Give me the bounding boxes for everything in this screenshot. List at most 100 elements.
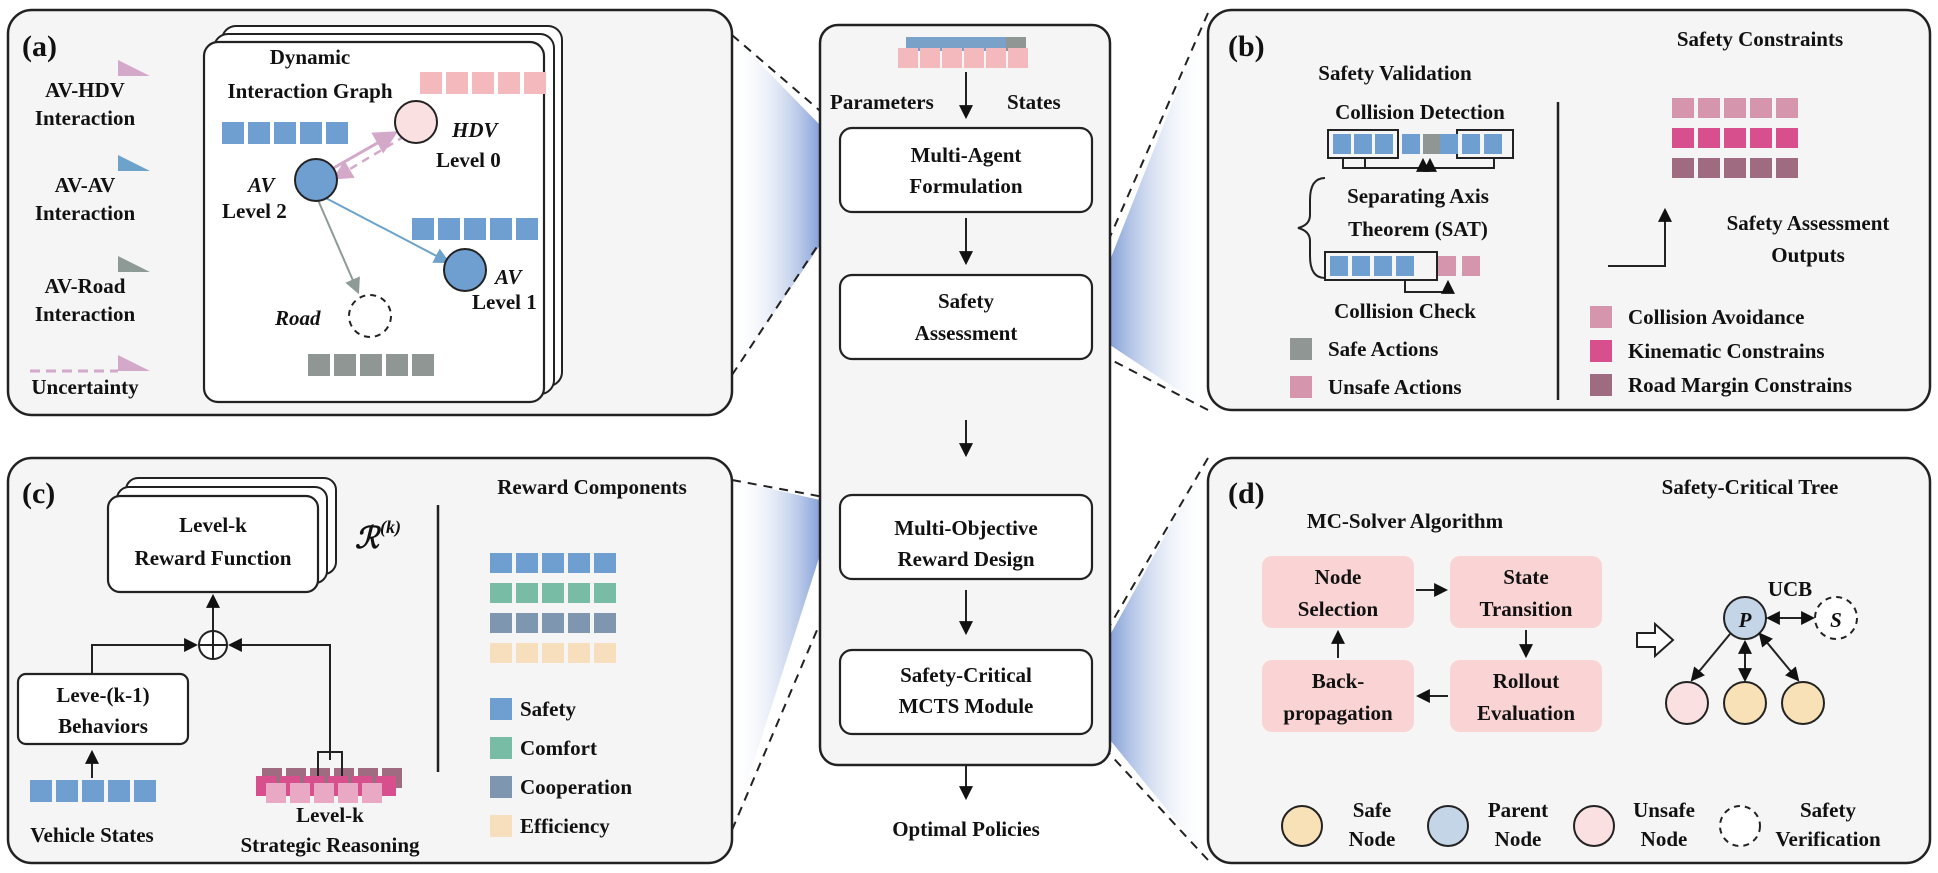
hdv-node [394, 100, 438, 144]
backpropagation-box [1262, 660, 1414, 732]
state-transition-box [1450, 556, 1602, 628]
road-node [348, 294, 392, 338]
legend-av-av-line-2: Interaction [35, 201, 136, 225]
efficiency-swatch [490, 815, 512, 837]
road-margin-label: Road Margin Constrains [1628, 373, 1852, 397]
legend-parent-line-1: Parent [1488, 798, 1548, 822]
safety-swatch [490, 698, 512, 720]
safe-child-node-2 [1781, 681, 1825, 725]
backprop-line-2: propagation [1283, 701, 1393, 725]
safety-constraints-title: Safety Constraints [1677, 27, 1843, 51]
collision-check-blocks [1324, 251, 1480, 294]
rollout-line-1: Rollout [1493, 669, 1560, 693]
unsafe-actions-label: Unsafe Actions [1328, 375, 1462, 399]
panel-d: (d) Safety-Critical Tree MC-Solver Algor… [1206, 456, 1932, 865]
legend-verification-line-1: Safety [1800, 798, 1856, 822]
p-label: P [1738, 608, 1752, 632]
panel-d-legend: Safe Node Parent Node Unsafe Node Safety… [1281, 798, 1881, 851]
center-pipeline: Parameters States Multi-Agent Formulatio… [818, 23, 1112, 841]
av2-state-blocks [222, 122, 348, 144]
av1-name: AV [493, 265, 523, 289]
safety-legend-label: Safety [520, 697, 576, 721]
safety-critical-tree-title: Safety-Critical Tree [1662, 475, 1839, 499]
comfort-swatch [490, 737, 512, 759]
legend-av-road-line-1: AV-Road [45, 274, 126, 298]
safe-child-node-1 [1723, 681, 1767, 725]
hdv-level: Level 0 [436, 148, 501, 172]
legend-av-hdv: AV-HDV Interaction [30, 60, 150, 130]
graph-title-line-1: Dynamic [270, 45, 351, 69]
av2-level: Level 2 [222, 199, 287, 223]
node-selection-line-2: Selection [1298, 597, 1379, 621]
flow-arrow-icon [1636, 621, 1675, 659]
step-3-line-2: Reward Design [897, 547, 1034, 571]
cooperation-swatch [490, 776, 512, 798]
collision-detection-blocks [1327, 129, 1514, 172]
strategic-reasoning-blocks [256, 751, 402, 803]
av1-state-blocks [412, 218, 538, 240]
legend-av-hdv-line-1: AV-HDV [45, 78, 125, 102]
mc-solver-title: MC-Solver Algorithm [1307, 509, 1504, 533]
rollout-line-2: Evaluation [1477, 701, 1575, 725]
panel-c-tag: (c) [22, 477, 55, 510]
legend-parent-line-2: Node [1495, 827, 1542, 851]
legend-av-road: AV-Road Interaction [30, 256, 150, 326]
sat-line-1: Separating Axis [1347, 184, 1489, 208]
reward-design-box [838, 493, 1094, 581]
state-transition-line-1: State [1503, 565, 1549, 589]
road-state-blocks [308, 354, 434, 376]
safe-node-legend-icon [1281, 805, 1323, 847]
kinematic-swatch [1590, 340, 1612, 362]
mcts-module-box [838, 648, 1094, 736]
outputs-line-2: Outputs [1771, 243, 1845, 267]
hdv-name: HDV [451, 118, 500, 142]
node-selection-box [1262, 556, 1414, 628]
strategic-line-1: Level-k [296, 803, 364, 827]
panel-a: (a) AV-HDV Interaction AV-AV Interaction… [6, 8, 734, 417]
reward-superscript: (k) [380, 517, 401, 538]
collision-check-label: Collision Check [1334, 299, 1476, 323]
safe-actions-label: Safe Actions [1328, 337, 1438, 361]
graph-title-line-2: Interaction Graph [227, 79, 392, 103]
av1-level: Level 1 [472, 290, 537, 314]
step-1-line-2: Formulation [909, 174, 1022, 198]
safety-assessment-box [838, 273, 1094, 361]
outputs-line-1: Safety Assessment [1727, 211, 1890, 235]
efficiency-legend-label: Efficiency [520, 814, 610, 838]
vehicle-state-blocks [30, 780, 156, 802]
node-selection-line-1: Node [1315, 565, 1362, 589]
safe-actions-swatch [1290, 338, 1312, 360]
legend-av-av: AV-AV Interaction [30, 155, 150, 225]
collision-avoidance-swatch [1590, 306, 1612, 328]
reward-function-box [106, 494, 320, 594]
verification-legend-icon [1719, 805, 1761, 847]
collision-detection-label: Collision Detection [1335, 100, 1505, 124]
av2-name: AV [246, 173, 276, 197]
zoom-connectors [731, 12, 1209, 861]
unsafe-node-legend-icon [1573, 805, 1615, 847]
ucb-label: UCB [1768, 577, 1812, 601]
step-4-line-1: Safety-Critical [900, 663, 1032, 687]
legend-unsafe-line-1: Unsafe [1633, 798, 1695, 822]
step-3-line-1: Multi-Objective [894, 516, 1037, 540]
backprop-line-1: Back- [1312, 669, 1365, 693]
legend-av-hdv-line-2: Interaction [35, 106, 136, 130]
legend-uncertainty: Uncertainty [30, 355, 150, 399]
legend-safe-line-1: Safe [1353, 798, 1392, 822]
state-transition-line-2: Transition [1480, 597, 1573, 621]
rollout-evaluation-box [1450, 660, 1602, 732]
unsafe-child-node [1665, 681, 1709, 725]
panel-b-tag: (b) [1228, 30, 1265, 63]
parent-node-legend-icon [1427, 805, 1469, 847]
parameters-states-blocks [898, 37, 1028, 68]
av-level2-node [294, 158, 338, 202]
states-label: States [1007, 90, 1061, 114]
comfort-legend-label: Comfort [520, 736, 597, 760]
constraint-blocks [1672, 98, 1798, 178]
road-label: Road [274, 306, 321, 330]
step-4-line-2: MCTS Module [899, 694, 1034, 718]
reward-fn-line-2: Reward Function [135, 546, 292, 570]
step-1-line-1: Multi-Agent [911, 143, 1022, 167]
prev-behaviors-box [16, 672, 190, 746]
